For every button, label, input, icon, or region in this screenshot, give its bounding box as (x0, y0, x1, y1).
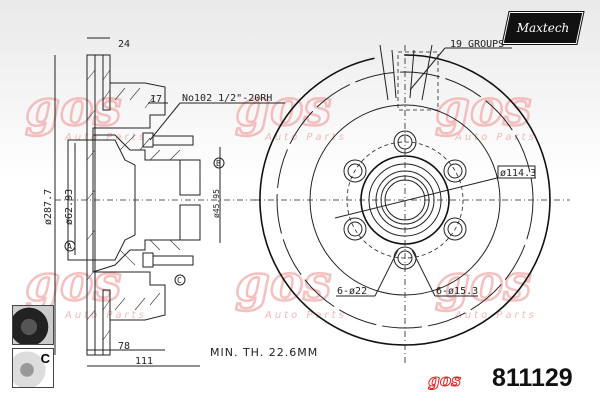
svg-text:ø62.93: ø62.93 (64, 189, 75, 225)
svg-text:6-ø22: 6-ø22 (337, 286, 367, 297)
svg-text:ø45.95: ø45.95 (212, 189, 221, 218)
svg-text:111: 111 (135, 356, 153, 367)
svg-text:24: 24 (118, 39, 130, 50)
svg-text:Auto Parts: Auto Parts (264, 310, 347, 321)
maxtech-logo: Maxtech (501, 11, 585, 45)
svg-text:Auto Parts: Auto Parts (454, 310, 537, 321)
svg-text:C: C (177, 276, 182, 285)
svg-text:gos: gos (235, 78, 331, 137)
footer-logo: gos (428, 371, 461, 391)
stud-spec-label: No102 1/2"-20RH (182, 93, 272, 104)
coating-badge-thumbnail: C (12, 348, 54, 388)
svg-text:ø114.3: ø114.3 (500, 168, 536, 179)
coated-badge: C (40, 351, 50, 366)
svg-text:gos: gos (435, 253, 531, 312)
svg-text:Auto Parts: Auto Parts (264, 132, 347, 143)
svg-text:Auto Parts: Auto Parts (64, 310, 147, 321)
part-number: 811129 (492, 364, 573, 392)
coated-disc-thumbnail (12, 305, 54, 345)
svg-text:Auto Parts: Auto Parts (454, 132, 537, 143)
front-view: 19 GROUPS ø114.3 6-ø22 6-ø15.3 gos (255, 39, 570, 392)
svg-text:6-ø15.3: 6-ø15.3 (436, 286, 478, 297)
svg-text:17: 17 (150, 94, 162, 105)
svg-text:gos: gos (235, 253, 331, 312)
svg-text:gos: gos (25, 253, 121, 312)
svg-text:Auto Parts: Auto Parts (64, 132, 147, 143)
svg-text:19 GROUPS: 19 GROUPS (450, 39, 504, 50)
min-thickness: MIN. TH. 22.6MM (210, 346, 319, 359)
svg-text:78: 78 (118, 341, 130, 352)
svg-text:B: B (216, 159, 221, 168)
svg-text:A: A (67, 242, 72, 251)
section-view: 24 17 No102 1/2"-20RH ø287.7 ø62.93 ø45.… (43, 37, 285, 367)
svg-text:ø287.7: ø287.7 (43, 189, 54, 225)
